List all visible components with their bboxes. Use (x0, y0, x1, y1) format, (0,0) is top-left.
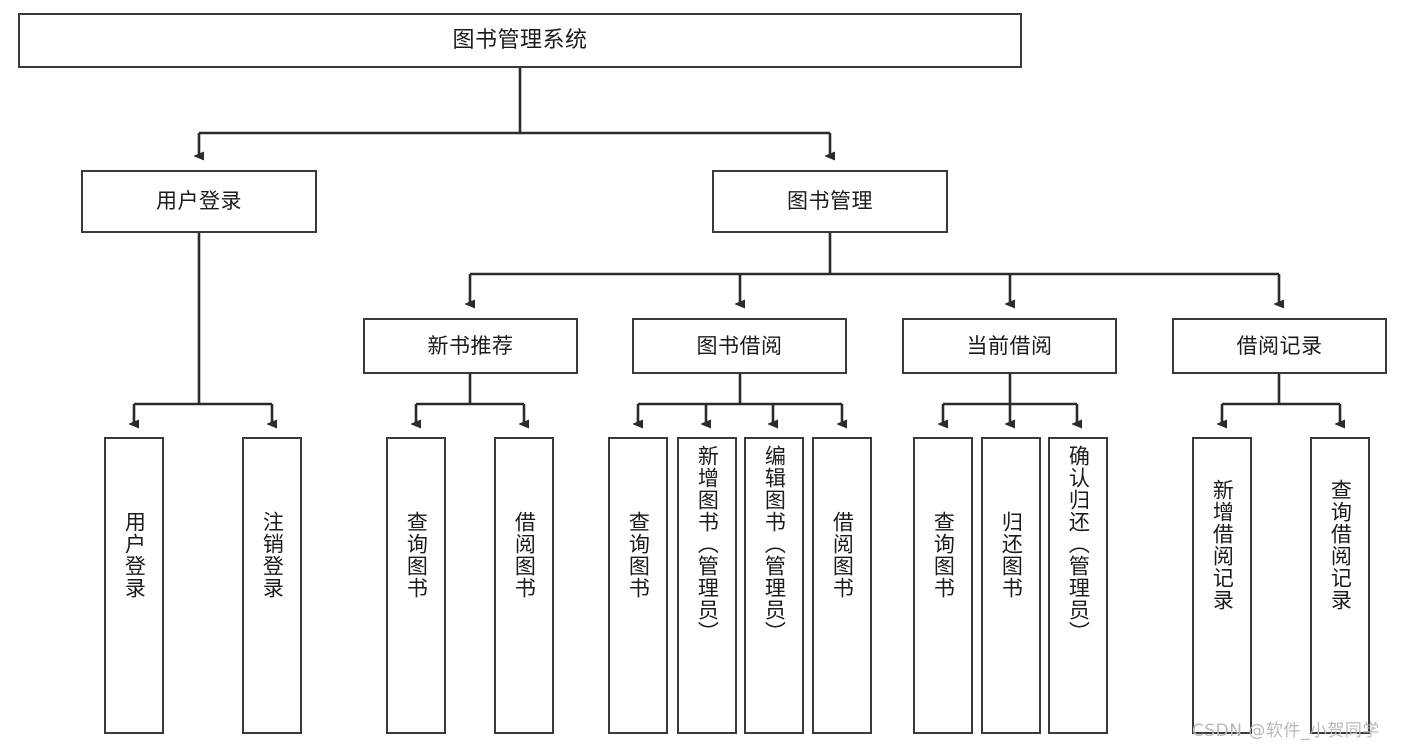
leaf-query-borrow-record[interactable]: 查询借阅记录 (1310, 437, 1370, 734)
leaf-query-books-recommend[interactable]: 查询图书 (386, 437, 446, 734)
node-label: 查询图书 (931, 511, 956, 599)
node-label: 注销登录 (260, 511, 285, 599)
node-label: 借阅图书 (512, 511, 537, 599)
node-label: 确认归还（管理员） (1066, 445, 1091, 643)
node-label: 用户登录 (156, 189, 242, 214)
node-label: 新增借阅记录 (1210, 479, 1235, 611)
node-book-management[interactable]: 图书管理 (712, 170, 948, 233)
node-label: 查询图书 (626, 511, 651, 599)
leaf-add-book-admin[interactable]: 新增图书（管理员） (677, 437, 737, 734)
node-label: 借阅图书 (830, 511, 855, 599)
node-user-login[interactable]: 用户登录 (81, 170, 317, 233)
leaf-query-books-current[interactable]: 查询图书 (913, 437, 973, 734)
node-label: 编辑图书（管理员） (762, 445, 787, 643)
node-label: 用户登录 (122, 511, 147, 599)
leaf-edit-book-admin[interactable]: 编辑图书（管理员） (744, 437, 804, 734)
node-root-system[interactable]: 图书管理系统 (18, 13, 1022, 68)
node-borrow-records[interactable]: 借阅记录 (1172, 318, 1387, 374)
node-label: 新书推荐 (427, 333, 514, 358)
leaf-user-login[interactable]: 用户登录 (104, 437, 164, 734)
node-label: 图书管理 (787, 189, 873, 214)
node-book-borrow[interactable]: 图书借阅 (632, 318, 847, 374)
node-label: 查询图书 (404, 511, 429, 599)
node-label: 当前借阅 (966, 333, 1053, 358)
leaf-user-logout[interactable]: 注销登录 (242, 437, 302, 734)
node-label: 归还图书 (999, 511, 1024, 599)
node-current-borrow[interactable]: 当前借阅 (902, 318, 1117, 374)
node-label: 图书管理系统 (452, 27, 588, 53)
node-label: 新增图书（管理员） (695, 445, 720, 643)
leaf-query-books-borrow[interactable]: 查询图书 (608, 437, 668, 734)
leaf-borrow-books-recommend[interactable]: 借阅图书 (494, 437, 554, 734)
leaf-borrow-books[interactable]: 借阅图书 (812, 437, 872, 734)
node-label: 查询借阅记录 (1328, 479, 1353, 611)
leaf-add-borrow-record[interactable]: 新增借阅记录 (1192, 437, 1252, 734)
leaf-return-books[interactable]: 归还图书 (981, 437, 1041, 734)
csdn-watermark: CSDN @软件_小贺同学 (1192, 721, 1380, 741)
node-label: 借阅记录 (1236, 333, 1323, 358)
node-new-book-recommend[interactable]: 新书推荐 (363, 318, 578, 374)
node-label: 图书借阅 (696, 333, 783, 358)
leaf-confirm-return-admin[interactable]: 确认归还（管理员） (1048, 437, 1108, 734)
